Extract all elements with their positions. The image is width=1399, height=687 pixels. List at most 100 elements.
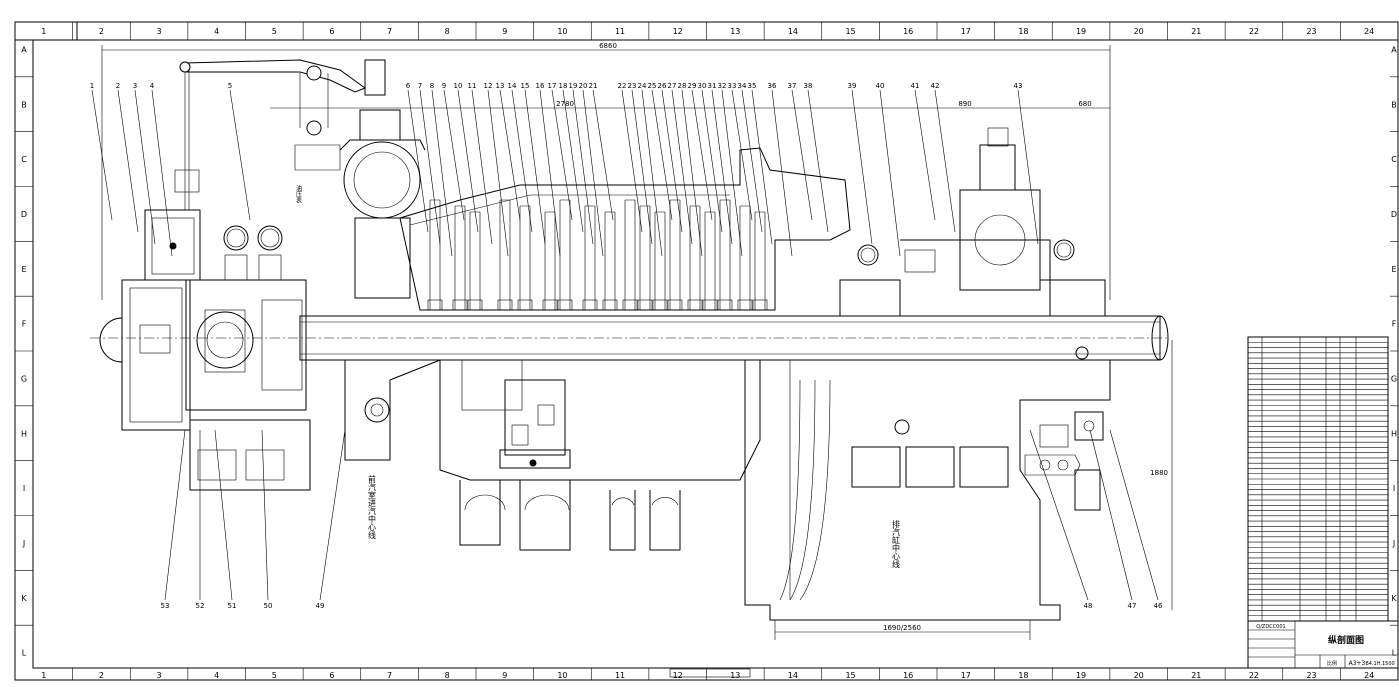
rear-bearing-turning-gear [839,127,1106,317]
grid-row-label: H [1391,429,1397,438]
leader-line [771,89,793,257]
shaft-end [1151,315,1169,361]
blade-stage [639,205,651,310]
grid-row-label: C [21,155,27,164]
grid-col-label: 10 [557,671,567,680]
leader-line [914,89,936,221]
part-label: 49 [316,602,325,610]
leader-line [1017,89,1039,245]
part-label: 20 [579,82,588,90]
leader-line [621,89,643,233]
part-label: 31 [708,82,717,90]
grid-col-label: 21 [1191,671,1201,680]
grid-col-label: 3 [157,27,162,36]
title-block: Q/ZDCC001 纵剖面图 比例 A3+3 B4.1H.1500 [1247,620,1399,669]
grid-col-label: 5 [272,27,277,36]
part-label: 28 [678,82,687,90]
part-label: 3 [133,82,137,90]
part-label: 33 [728,82,737,90]
leader-line [499,89,521,221]
leader-line [164,429,186,601]
blade-stage [519,205,531,310]
part-label: 14 [508,82,517,90]
leader-line [539,89,561,257]
leader-line [319,429,346,601]
leader-line [407,89,429,233]
leader-line [651,89,673,221]
part-label: 47 [1128,602,1137,610]
leader-line [681,89,703,257]
grid-col-label: 11 [615,671,625,680]
leader-line [471,89,493,245]
grid-col-label: 10 [557,27,567,36]
grid-row-label: B [1391,100,1397,109]
blade-stage [454,205,466,310]
grid-col-label: 16 [903,27,913,36]
part-label: 6 [406,82,411,90]
part-label: 41 [911,82,920,90]
grid-row-label: A [1391,45,1397,54]
leader-line [1029,429,1089,601]
part-label: 29 [688,82,697,90]
grid-col-label: 12 [673,27,683,36]
leader-line [1109,429,1159,601]
grid-col-label: 22 [1249,27,1259,36]
grid-col-label: 3 [157,671,162,680]
blade-stage [429,199,441,310]
gauge-note: 油压表 [295,184,302,204]
leader-line [1089,429,1133,601]
dimension-base-text: 1690/2560 [883,624,921,632]
leader-line [741,89,763,233]
valve-lever-linkage [179,59,386,136]
part-label: 9 [442,82,446,90]
servo-motor [144,70,201,281]
grid-col-label: 24 [1364,27,1374,36]
leader-line [691,89,713,221]
turbine-stages [427,199,768,311]
grid-row-label: K [1391,594,1397,603]
part-label: 51 [228,602,237,610]
blade-stage [584,205,596,310]
grid-row-label: D [21,210,27,219]
part-label: 15 [521,82,530,90]
leader-line [879,89,901,257]
part-label: 27 [668,82,677,90]
part-label: 25 [648,82,657,90]
leader-line [671,89,693,245]
oil-pump-unit [461,359,571,469]
part-label: 2 [116,82,120,90]
leader-line [731,89,753,221]
part-label: 40 [876,82,885,90]
part-label: 12 [484,82,493,90]
bottom-center-marker [669,668,751,678]
parts-list-table [1247,336,1389,622]
grid-col-label: 17 [961,27,971,36]
grid-col-label: 14 [788,671,798,680]
part-label: 46 [1154,602,1163,610]
leader-line [134,89,156,245]
blade-stage [704,211,716,310]
grid-row-label: E [21,265,26,274]
grid-row-label: E [1391,265,1396,274]
grid-col-label: 18 [1018,671,1028,680]
part-label: 21 [589,82,598,90]
grid-row-label: F [1392,320,1397,329]
sheet-size: A3+3 [1349,660,1366,667]
part-label: 38 [804,82,813,90]
drawing-title: 纵剖面图 [1328,634,1364,646]
exhaust-hood [744,346,1111,621]
part-label: 32 [718,82,727,90]
front-bearing-housing [99,279,311,491]
part-label: 24 [638,82,647,90]
grid-row-label: F [22,320,27,329]
leader-line [751,89,773,245]
part-label: 18 [559,82,568,90]
grid-col-label: 7 [387,27,392,36]
grid-row-label: J [1392,539,1395,548]
right-centerline-note: 排汽缸中心线 [892,519,901,568]
